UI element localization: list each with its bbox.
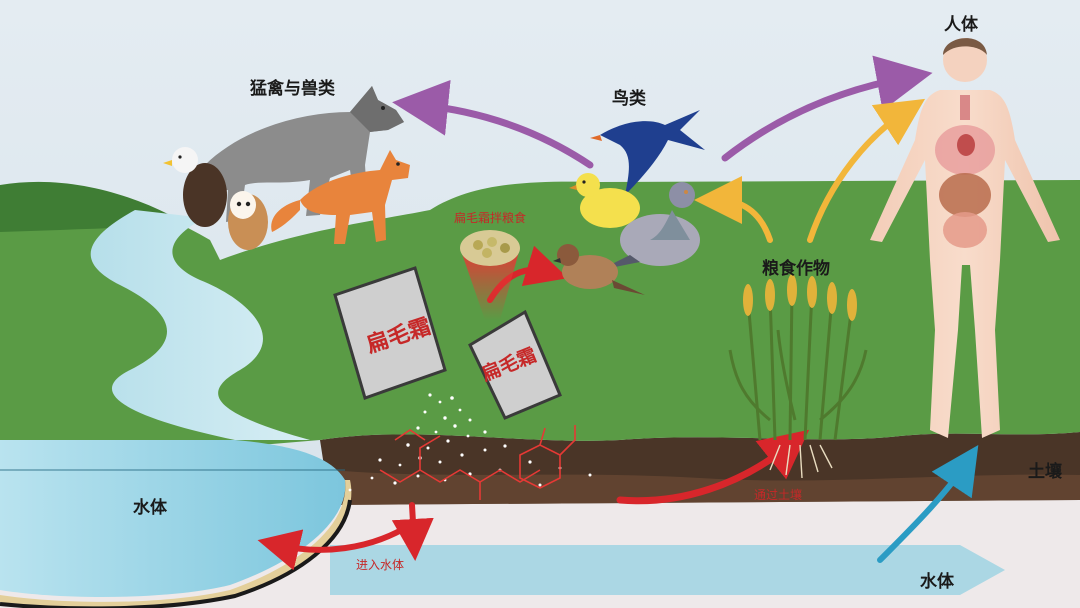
pigeon-icon	[600, 182, 700, 270]
label-grain-mix: 扁毛霜拌粮食	[454, 211, 527, 225]
poison-bag-icon	[468, 309, 562, 420]
human-body-icon	[870, 38, 1060, 438]
arrow-birds-to-predators	[392, 79, 594, 169]
label-water-body-left: 水体	[133, 498, 167, 518]
label-water-body-right: 水体	[920, 572, 954, 592]
arrow-soil-down	[391, 502, 434, 561]
poison-bag-icon	[333, 266, 447, 400]
wheat-icon	[728, 274, 868, 479]
swallow-icon	[590, 110, 705, 195]
arrow-water-to-human	[877, 445, 979, 563]
label-predators: 猛禽与兽类	[250, 79, 335, 99]
arrow-birds-to-human	[721, 55, 933, 162]
arrow-soil-to-crops	[616, 429, 810, 505]
fox-icon	[271, 150, 410, 244]
label-enter-water: 进入水体	[356, 558, 405, 572]
stream	[90, 210, 310, 440]
eagle-icon	[163, 147, 227, 227]
label-soil: 土壤	[1028, 462, 1062, 482]
canary-icon	[569, 173, 640, 228]
label-through-soil: 通过土壤	[754, 488, 803, 502]
underground-water-flow	[330, 545, 1005, 595]
label-crops: 粮食作物	[762, 259, 830, 279]
arrow-crops-to-human	[807, 98, 926, 243]
grain-cup-icon	[460, 230, 520, 320]
arrow-crops-to-birds	[694, 176, 773, 243]
grassland	[0, 180, 1080, 450]
label-birds: 鸟类	[612, 89, 646, 109]
sparrow-icon	[553, 244, 645, 295]
owl-icon	[228, 191, 268, 250]
powder-particles	[348, 393, 592, 492]
label-human: 人体	[944, 15, 978, 35]
chemical-structure	[379, 425, 576, 500]
